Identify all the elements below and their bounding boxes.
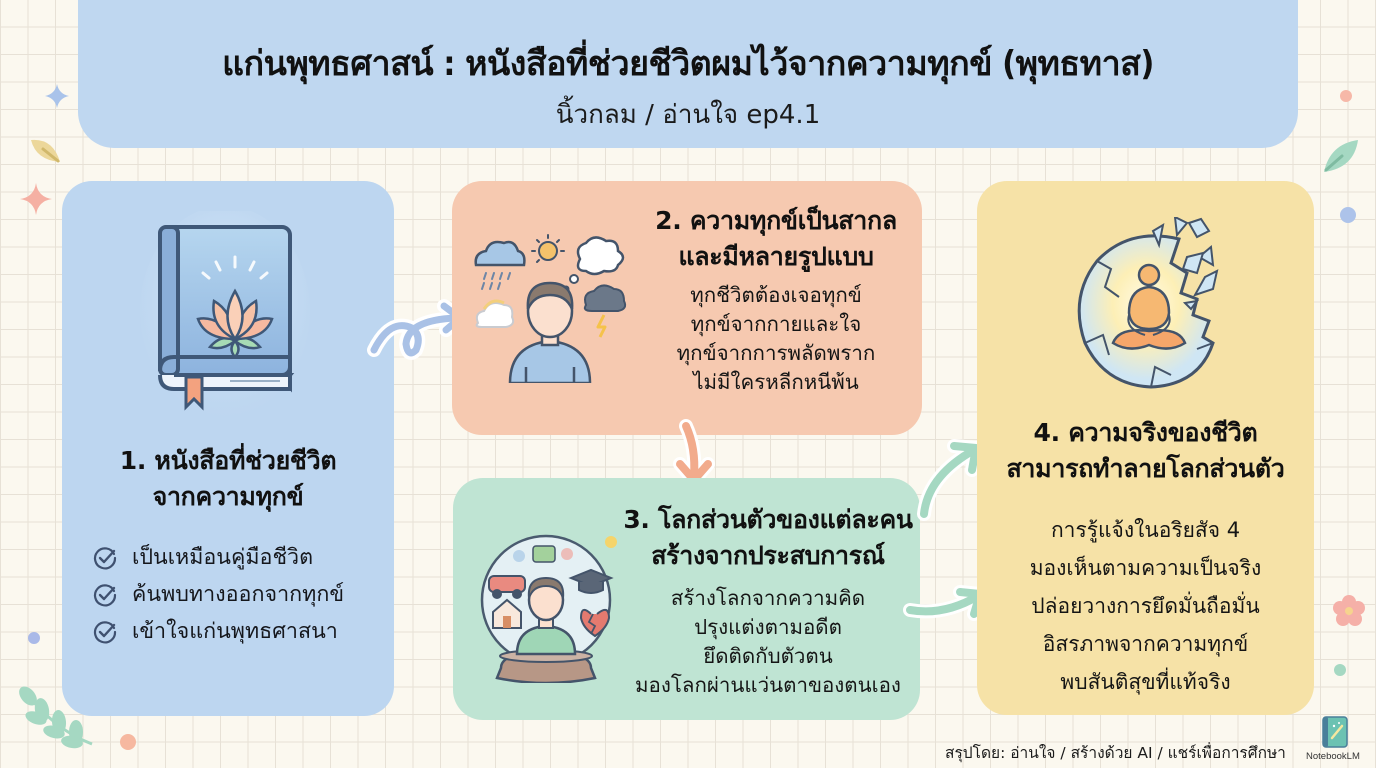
dot-blue-right — [1340, 207, 1356, 223]
leaf-yellow-icon — [31, 139, 60, 163]
card3-body: สร้างโลกจากความคิด ปรุงแต่งตามอดีต ยึดติ… — [603, 584, 933, 700]
person-weather-icon — [474, 234, 627, 383]
card3-line: สร้างโลกจากความคิด — [670, 586, 866, 610]
checklist-text: เข้าใจแก่นพุทธศาสนา — [132, 619, 338, 644]
card2-title-line2: และมีหลายรูปแบบ — [678, 242, 874, 271]
card2-title: 2. ความทุกข์เป็นสากล และมีหลายรูปแบบ — [630, 203, 922, 275]
card3-title-line2: สร้างจากประสบการณ์ — [651, 541, 885, 570]
dot-blue-left — [28, 632, 40, 644]
card1-checklist: เป็นเหมือนคู่มือชีวิต ค้นพบทางออกจากทุกข… — [92, 539, 344, 650]
card3-line: มองโลกผ่านแว่นตาของตนเอง — [635, 673, 901, 697]
checklist-item: เข้าใจแก่นพุทธศาสนา — [92, 613, 344, 650]
sparkle-pink-icon — [20, 183, 52, 215]
card2-line: ทุกข์จากกายและใจ — [690, 312, 862, 336]
leaf-green-icon — [1324, 140, 1358, 172]
sparkle-blue-icon — [45, 84, 69, 108]
footer-credit: สรุปโดย: อ่านใจ / สร้างด้วย AI / แชร์เพื… — [945, 744, 1286, 762]
card4-line: อิสรภาพจากความทุกข์ — [1042, 632, 1249, 656]
notebooklm-logo-icon — [1322, 716, 1348, 748]
card4-title-line1: 4. ความจริงของชีวิต — [1033, 418, 1258, 447]
checklist-text: ค้นพบทางออกจากทุกข์ — [132, 582, 345, 607]
checklist-item: ค้นพบทางออกจากทุกข์ — [92, 576, 344, 613]
flower-pink-icon — [1333, 595, 1365, 626]
dot-green-right — [1334, 664, 1346, 676]
card2-body: ทุกชีวิตต้องเจอทุกข์ ทุกข์จากกายและใจ ทุ… — [630, 281, 922, 397]
card-book-saved-life: 1. หนังสือที่ช่วยชีวิต จากความทุกข์ เป็น… — [62, 181, 394, 716]
card4-line: มองเห็นตามความเป็นจริง — [1029, 556, 1262, 580]
card3-title-line1: 3. โลกส่วนตัวของแต่ละคน — [623, 505, 913, 534]
sprig-green-icon — [19, 686, 93, 749]
card3-line: ยึดติดกับตัวตน — [703, 644, 833, 668]
header-banner: แก่นพุทธศาสน์ : หนังสือที่ช่วยชีวิตผมไว้… — [78, 0, 1298, 148]
card3-line: ปรุงแต่งตามอดีต — [694, 615, 842, 639]
card4-line: ปล่อยวางการยึดมั่นถือมั่น — [1031, 594, 1260, 618]
card2-text: 2. ความทุกข์เป็นสากล และมีหลายรูปแบบ ทุก… — [630, 203, 922, 397]
page-subtitle: นิ้วกลม / อ่านใจ ep4.1 — [555, 100, 821, 130]
snow-globe-person-icon — [480, 534, 617, 683]
card4-line: การรู้แจ้งในอริยสัจ 4 — [1050, 518, 1241, 542]
checklist-item: เป็นเหมือนคู่มือชีวิต — [92, 539, 344, 576]
card1-title: 1. หนังสือที่ช่วยชีวิต จากความทุกข์ — [62, 443, 394, 515]
card2-line: ทุกชีวิตต้องเจอทุกข์ — [690, 283, 862, 307]
check-circle-icon — [93, 620, 117, 643]
card4-title: 4. ความจริงของชีวิต สามารถทำลายโลกส่วนตั… — [977, 415, 1314, 487]
card2-line: ทุกข์จากการพลัดพราก — [676, 341, 876, 365]
check-circle-icon — [93, 546, 117, 569]
card2-title-line1: 2. ความทุกข์เป็นสากล — [655, 206, 897, 235]
checklist-text: เป็นเหมือนคู่มือชีวิต — [132, 545, 314, 570]
card-truth-of-life: 4. ความจริงของชีวิต สามารถทำลายโลกส่วนตั… — [977, 181, 1314, 715]
card4-title-line2: สามารถทำลายโลกส่วนตัว — [1006, 454, 1285, 483]
book-lotus-icon — [140, 211, 310, 416]
notebooklm-label: NotebookLM — [1306, 751, 1360, 762]
card1-title-line2: จากความทุกข์ — [152, 482, 304, 511]
card4-line: พบสันติสุขที่แท้จริง — [1060, 670, 1231, 694]
page-title: แก่นพุทธศาสน์ : หนังสือที่ช่วยชีวิตผมไว้… — [222, 44, 1154, 84]
card3-text: 3. โลกส่วนตัวของแต่ละคน สร้างจากประสบการ… — [603, 502, 933, 700]
card3-title: 3. โลกส่วนตัวของแต่ละคน สร้างจากประสบการ… — [603, 502, 933, 574]
card4-body: การรู้แจ้งในอริยสัจ 4 มองเห็นตามความเป็น… — [977, 511, 1314, 701]
shattered-globe-meditation-icon — [1077, 217, 1219, 389]
dot-peach-bottom — [120, 734, 136, 750]
card2-line: ไม่มีใครหลีกหนีพ้น — [693, 370, 859, 394]
card-private-world: 3. โลกส่วนตัวของแต่ละคน สร้างจากประสบการ… — [453, 478, 920, 720]
card-suffering-universal: 2. ความทุกข์เป็นสากล และมีหลายรูปแบบ ทุก… — [452, 181, 922, 435]
dot-pink-right — [1340, 90, 1352, 102]
check-circle-icon — [93, 583, 117, 606]
arrow-up-green-icon — [917, 439, 983, 521]
card1-title-line1: 1. หนังสือที่ช่วยชีวิต — [119, 446, 337, 475]
